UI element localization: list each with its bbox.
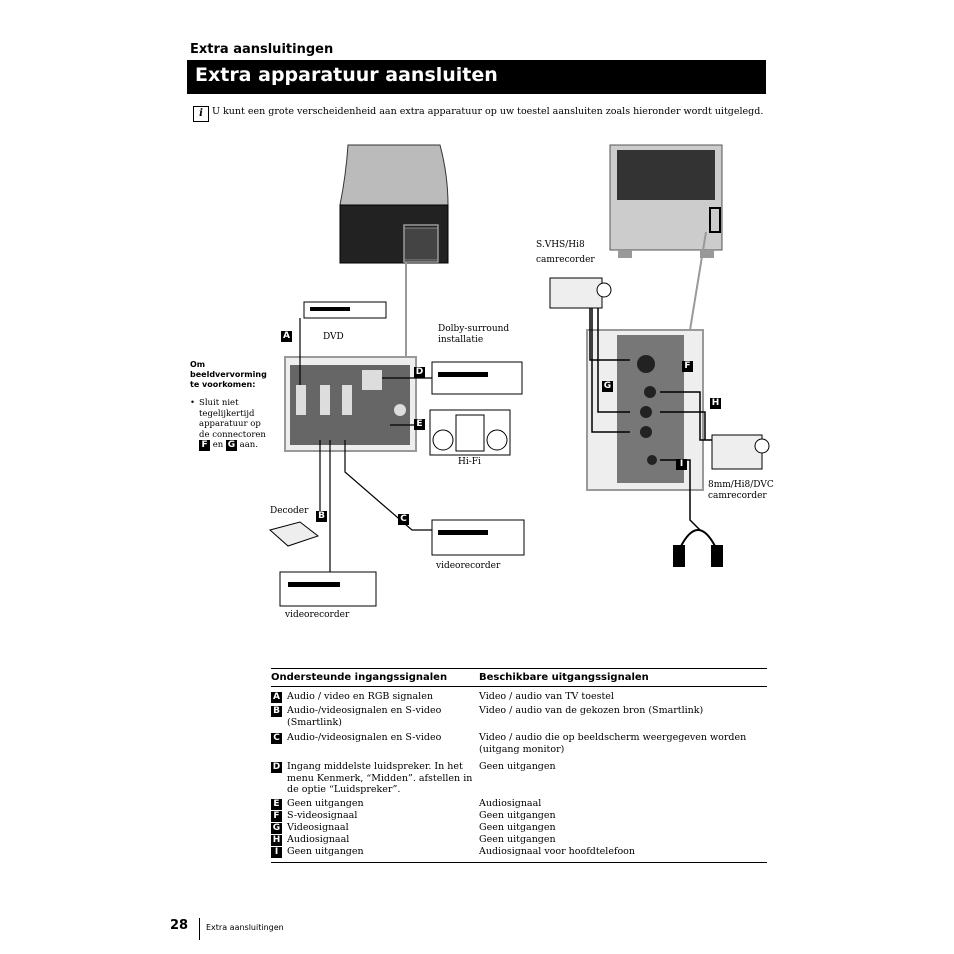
badge-f: F (682, 361, 693, 372)
badge-b: B (316, 511, 327, 522)
dvd-label: DVD (323, 332, 344, 342)
note-badge-f: F (199, 440, 211, 451)
output-cell: Audiosignaal (479, 797, 542, 809)
hifi-label: Hi-Fi (458, 457, 481, 467)
output-cell: Geen uitgangen (479, 821, 556, 833)
badge-d: D (414, 367, 425, 378)
badge-g: G (602, 381, 613, 392)
output-cell: Geen uitgangen (479, 809, 556, 821)
col2-header: Beschikbare uitgangssignalen (479, 672, 649, 683)
row-badge: C (271, 733, 282, 744)
videorecorder-b-illustration (279, 571, 377, 607)
title-bar: Extra apparatuur aansluiten (187, 60, 766, 94)
svhs-camrecorder-illustration (549, 277, 612, 309)
page-number: 28 (170, 918, 189, 933)
output-cell: Video / audio die op beeldscherm weergeg… (479, 732, 747, 755)
connection-diagram (268, 144, 770, 607)
row-badge: A (271, 692, 282, 703)
badge-c: C (398, 514, 409, 525)
note-badge-g: G (225, 440, 237, 451)
row-badge: E (271, 798, 282, 810)
row-badge: I (271, 846, 282, 858)
tv-rear-illustration (339, 144, 449, 264)
dolby-unit-illustration (431, 361, 523, 395)
section-heading: Extra aansluitingen (190, 42, 334, 57)
signals-table: Ondersteunde ingangssignalen Beschikbare… (271, 668, 767, 863)
row-badge: D (271, 762, 282, 773)
info-icon: i (193, 106, 209, 122)
videorecorder-c-illustration (431, 519, 525, 556)
row-badge: G (271, 822, 282, 834)
headphones-illustration (673, 529, 723, 567)
badge-a: A (281, 331, 292, 342)
side-note: Om beeldvervorming te voorkomen: • Sluit… (190, 360, 270, 451)
badge-h: H (710, 398, 721, 409)
output-cell: Audiosignaal voor hoofdtelefoon (479, 845, 636, 857)
note-bullet: • Sluit niet tegelijkertijd apparatuur o… (190, 398, 266, 451)
row-badge: H (271, 834, 282, 846)
note-title: Om beeldvervorming te voorkomen: (190, 360, 267, 389)
output-cell: Video / audio van de gekozen bron (Smart… (479, 705, 704, 716)
decoder-label: Decoder (270, 506, 309, 516)
badge-i: I (676, 459, 687, 470)
output-cell: Geen uitgangen (479, 761, 556, 772)
footer-divider (199, 918, 200, 940)
videorecorder-c-label: videorecorder (436, 561, 501, 571)
page-title: Extra apparatuur aansluiten (195, 64, 498, 86)
decoder-illustration (268, 521, 320, 547)
tv-front-illustration (609, 144, 723, 258)
videorecorder-b-label: videorecorder (285, 610, 350, 620)
output-cell: Video / audio van TV toestel (479, 691, 614, 702)
footer-label: Extra aansluitingen (206, 923, 284, 932)
hifi-illustration (429, 409, 511, 456)
table-header: Ondersteunde ingangssignalen Beschikbare… (271, 669, 767, 687)
row-badge: F (271, 810, 282, 822)
output-cell: Geen uitgangen (479, 833, 556, 845)
8mm-camrecorder-illustration (711, 434, 770, 470)
intro-text: U kunt een grote verscheidenheid aan ext… (212, 106, 764, 117)
badge-e: E (414, 419, 425, 430)
dvd-player-illustration (303, 301, 387, 319)
row-badge: B (271, 706, 282, 717)
col1-header: Ondersteunde ingangssignalen (271, 672, 448, 683)
